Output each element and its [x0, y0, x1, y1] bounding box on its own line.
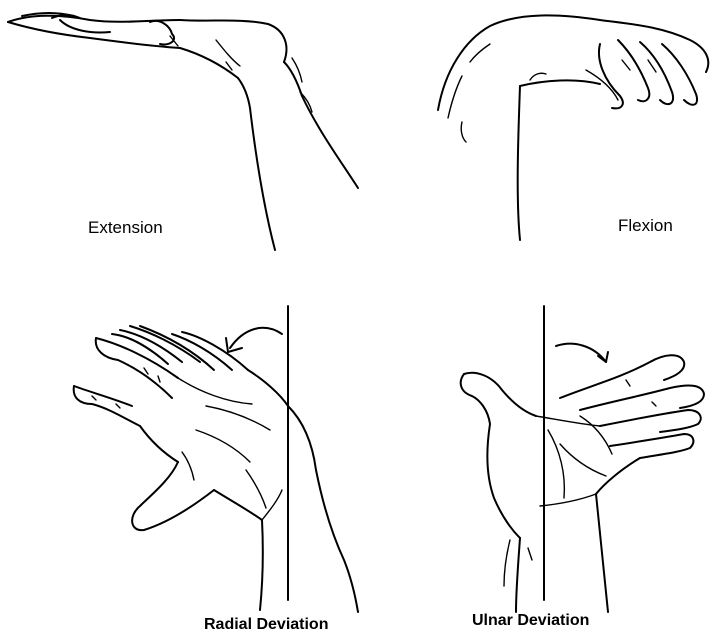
ulnar-deviation-label: Ulnar Deviation [472, 612, 589, 630]
flexion-label: Flexion [618, 216, 673, 236]
radial-deviation-label: Radial Deviation [204, 616, 328, 634]
extension-label: Extension [88, 218, 163, 238]
